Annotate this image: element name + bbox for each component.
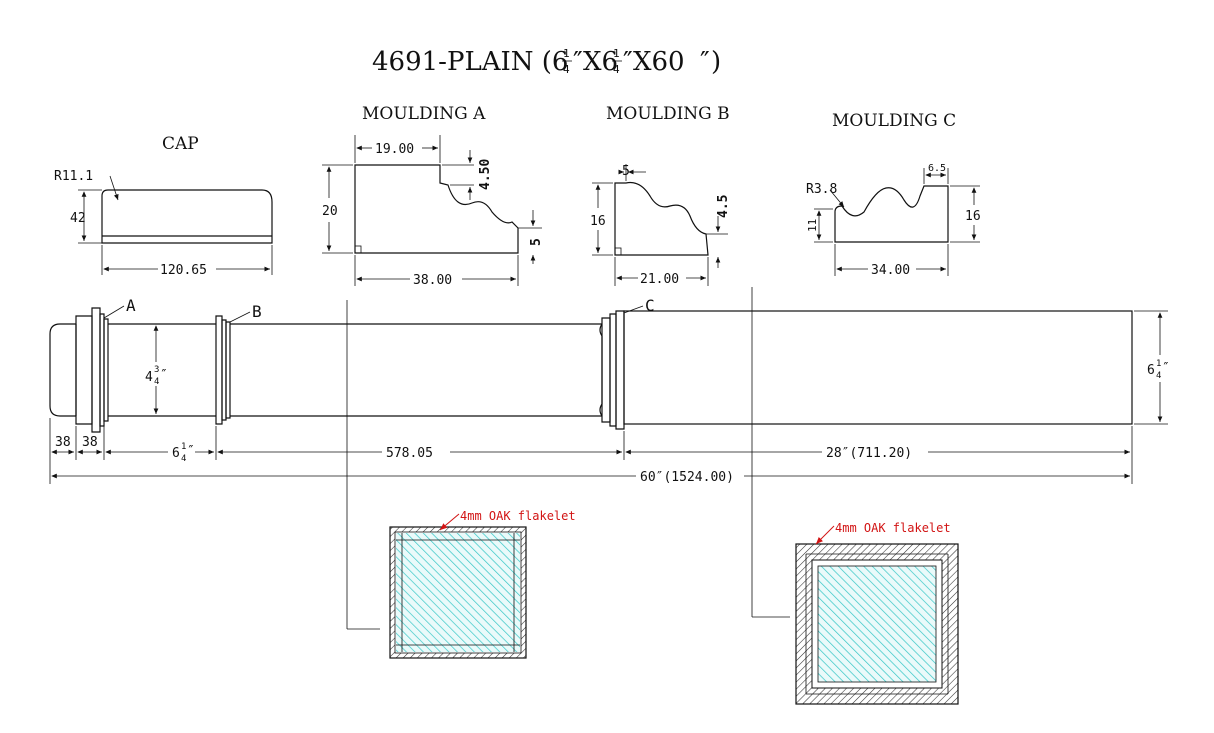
- flakelet-note-right: 4mm OAK flakelet: [835, 521, 951, 535]
- dim-seg-3-den: 4: [181, 454, 186, 464]
- cap-profile: CAP R11.1 42 120.65: [54, 134, 273, 278]
- title-x1: X6: [583, 47, 618, 77]
- title-x2: X60: [633, 47, 685, 77]
- title-frac-den-1: 4: [563, 63, 570, 76]
- dim-seg-2: 38: [82, 435, 98, 450]
- section-view-left: 4mm OAK flakelet: [389, 509, 576, 659]
- moulding-a-height: 20: [322, 204, 338, 219]
- dim-seg-5: 28″(711.20): [826, 446, 912, 461]
- column-elevation: A 4 3 4 ″ B C 6 1 4: [49, 287, 1170, 630]
- moulding-a-heading: MOULDING A: [362, 104, 486, 124]
- moulding-a-tail: 5: [529, 238, 544, 246]
- dim-seg-3-inch: ″: [187, 444, 195, 459]
- moulding-c-heading: MOULDING C: [832, 111, 956, 131]
- title-main: 4691-PLAIN (6: [372, 47, 568, 77]
- end-dia-whole: 6: [1147, 363, 1155, 378]
- shaft-dia-inch: ″: [160, 368, 168, 383]
- shaft-dia-whole: 4: [145, 370, 153, 385]
- moulding-b-heading: MOULDING B: [606, 104, 730, 124]
- title-inch-2: ″: [623, 47, 633, 77]
- moulding-b-top: 5: [622, 164, 630, 179]
- shaft-dia-num: 3: [154, 365, 159, 375]
- end-dia-den: 4: [1156, 371, 1161, 381]
- moulding-b-profile: MOULDING B 5 16 4.5 21.00: [590, 104, 731, 287]
- dim-seg-4: 578.05: [386, 446, 433, 461]
- title-inch-3: ″: [700, 47, 710, 77]
- dim-total: 60″(1524.00): [640, 470, 734, 485]
- title-frac-num-1: 1: [563, 47, 570, 60]
- moulding-c-profile: MOULDING C R3.8 6.5 11 16 34.00: [806, 111, 981, 278]
- cap-heading: CAP: [162, 134, 199, 154]
- dim-seg-3-num: 1: [181, 442, 186, 452]
- section-view-right: 4mm OAK flakelet: [795, 521, 959, 705]
- column-label-c: C: [645, 296, 655, 315]
- cap-width-label: 120.65: [160, 263, 207, 278]
- moulding-c-left-height: 11: [806, 219, 819, 232]
- title-inch-1: ″: [573, 47, 583, 77]
- moulding-b-tail: 4.5: [716, 195, 731, 218]
- title-frac-num-2: 1: [613, 47, 620, 60]
- cap-height-label: 42: [70, 211, 86, 226]
- title-frac-den-2: 4: [613, 63, 620, 76]
- flakelet-note-left: 4mm OAK flakelet: [460, 509, 576, 523]
- dim-seg-1: 38: [55, 435, 71, 450]
- column-label-b: B: [252, 302, 262, 321]
- title-close: ): [711, 47, 721, 77]
- moulding-c-right-height: 16: [965, 209, 981, 224]
- shaft-dia-den: 4: [154, 377, 159, 387]
- moulding-a-step: 4.50: [478, 159, 493, 190]
- moulding-c-width: 34.00: [871, 263, 910, 278]
- moulding-b-height: 16: [590, 214, 606, 229]
- end-dia-num: 1: [1156, 359, 1161, 369]
- moulding-c-radius: R3.8: [806, 182, 837, 197]
- column-label-a: A: [126, 296, 136, 315]
- moulding-a-profile: MOULDING A 19.00 4.50 20 5 38.00: [322, 104, 544, 288]
- moulding-c-top: 6.5: [928, 163, 946, 174]
- moulding-a-width: 38.00: [413, 273, 452, 288]
- moulding-a-top-width: 19.00: [375, 142, 414, 157]
- moulding-b-width: 21.00: [640, 272, 679, 287]
- drawing-title: 4691-PLAIN (6 1 4 ″ X6 1 4 ″ X60 ″ ): [372, 47, 721, 77]
- dim-seg-3-whole: 6: [172, 446, 180, 461]
- cap-radius-label: R11.1: [54, 169, 93, 184]
- end-dia-inch: ″: [1162, 361, 1170, 376]
